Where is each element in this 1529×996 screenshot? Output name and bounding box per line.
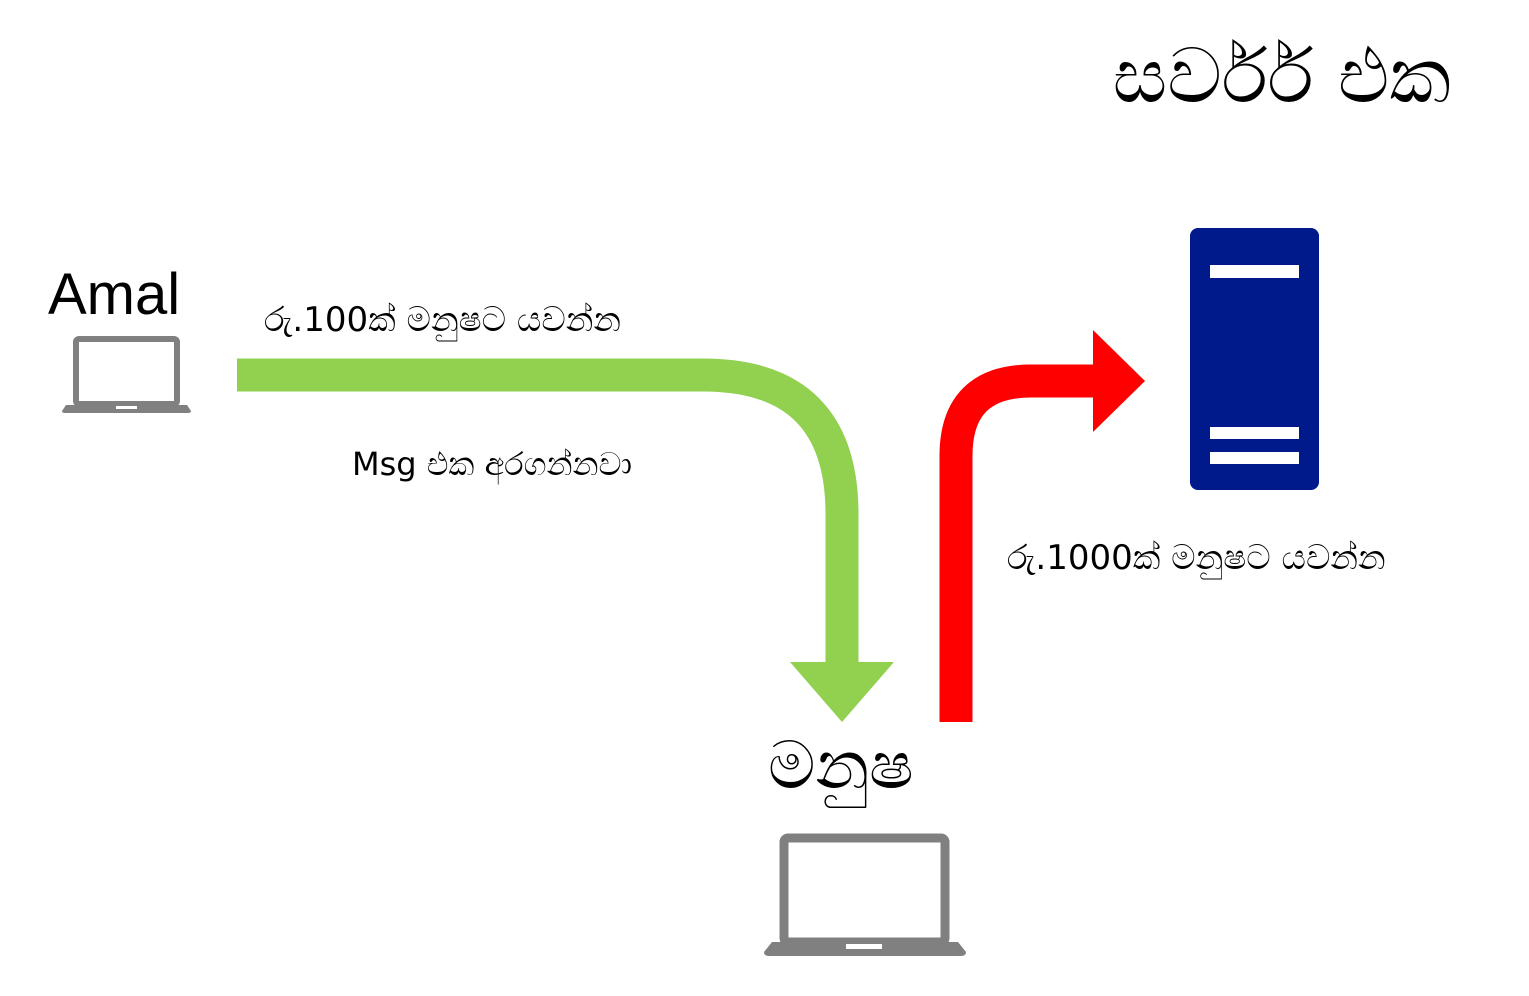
original-message-label: රු.100ක් මනුෂට යවන්න bbox=[264, 300, 621, 340]
forwarded-message-label: රු.1000ක් මනුෂට යවන්න bbox=[1007, 538, 1386, 578]
server-title: සර්වර් එක bbox=[1112, 31, 1451, 120]
sender-label: Amal bbox=[48, 262, 181, 327]
red-arrow bbox=[939, 330, 1145, 722]
green-arrow bbox=[237, 358, 894, 722]
laptop-icon bbox=[62, 336, 191, 413]
attacker-label: මනුෂ bbox=[768, 727, 914, 804]
laptop-icon bbox=[764, 833, 966, 956]
server-icon bbox=[1190, 228, 1319, 490]
captured-message-label: Msg එක අරගන්නවා bbox=[352, 445, 633, 483]
